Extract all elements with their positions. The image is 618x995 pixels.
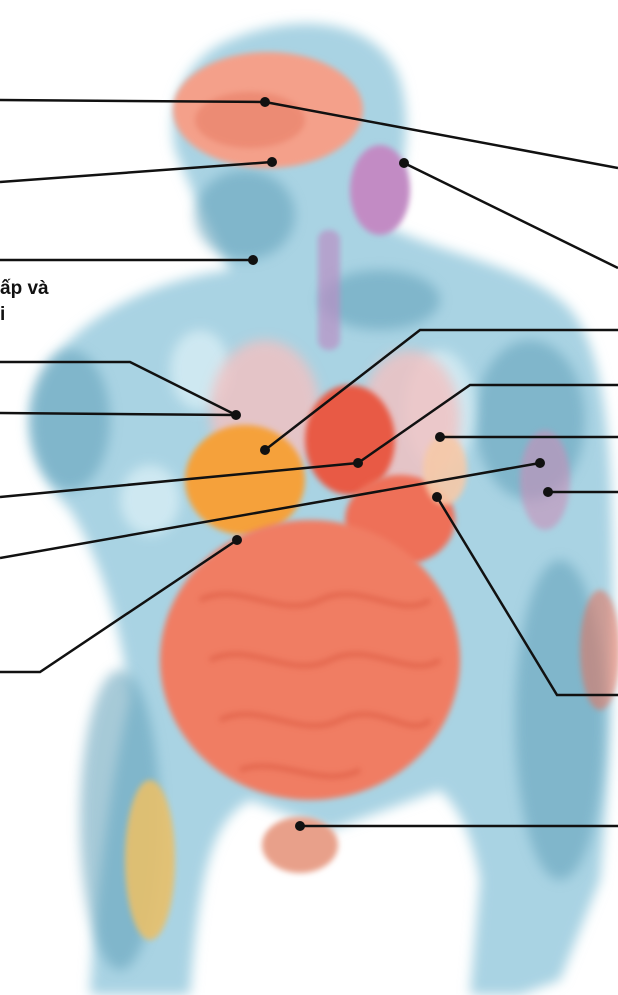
caption-line-1: ấp và [0, 276, 130, 302]
leader-dot [267, 157, 277, 167]
leader-dot [353, 458, 363, 468]
kidney [423, 435, 467, 505]
leader-dot [535, 458, 545, 468]
leader-dot [260, 445, 270, 455]
throat [350, 145, 410, 235]
leader-dot [435, 432, 445, 442]
leader-dot [248, 255, 258, 265]
leader-dot [231, 410, 241, 420]
leader-dot [260, 97, 270, 107]
caption-line-2: i [0, 302, 130, 328]
cropped-caption: ấp và i [0, 276, 130, 328]
liver [185, 425, 305, 535]
leader-dot [399, 158, 409, 168]
trachea [318, 230, 340, 350]
leader-dot [432, 492, 442, 502]
arm-muscle [520, 430, 570, 530]
groin-vessels [125, 780, 175, 940]
leader-dot [295, 821, 305, 831]
leader-dot [543, 487, 553, 497]
leader-dot [232, 535, 242, 545]
